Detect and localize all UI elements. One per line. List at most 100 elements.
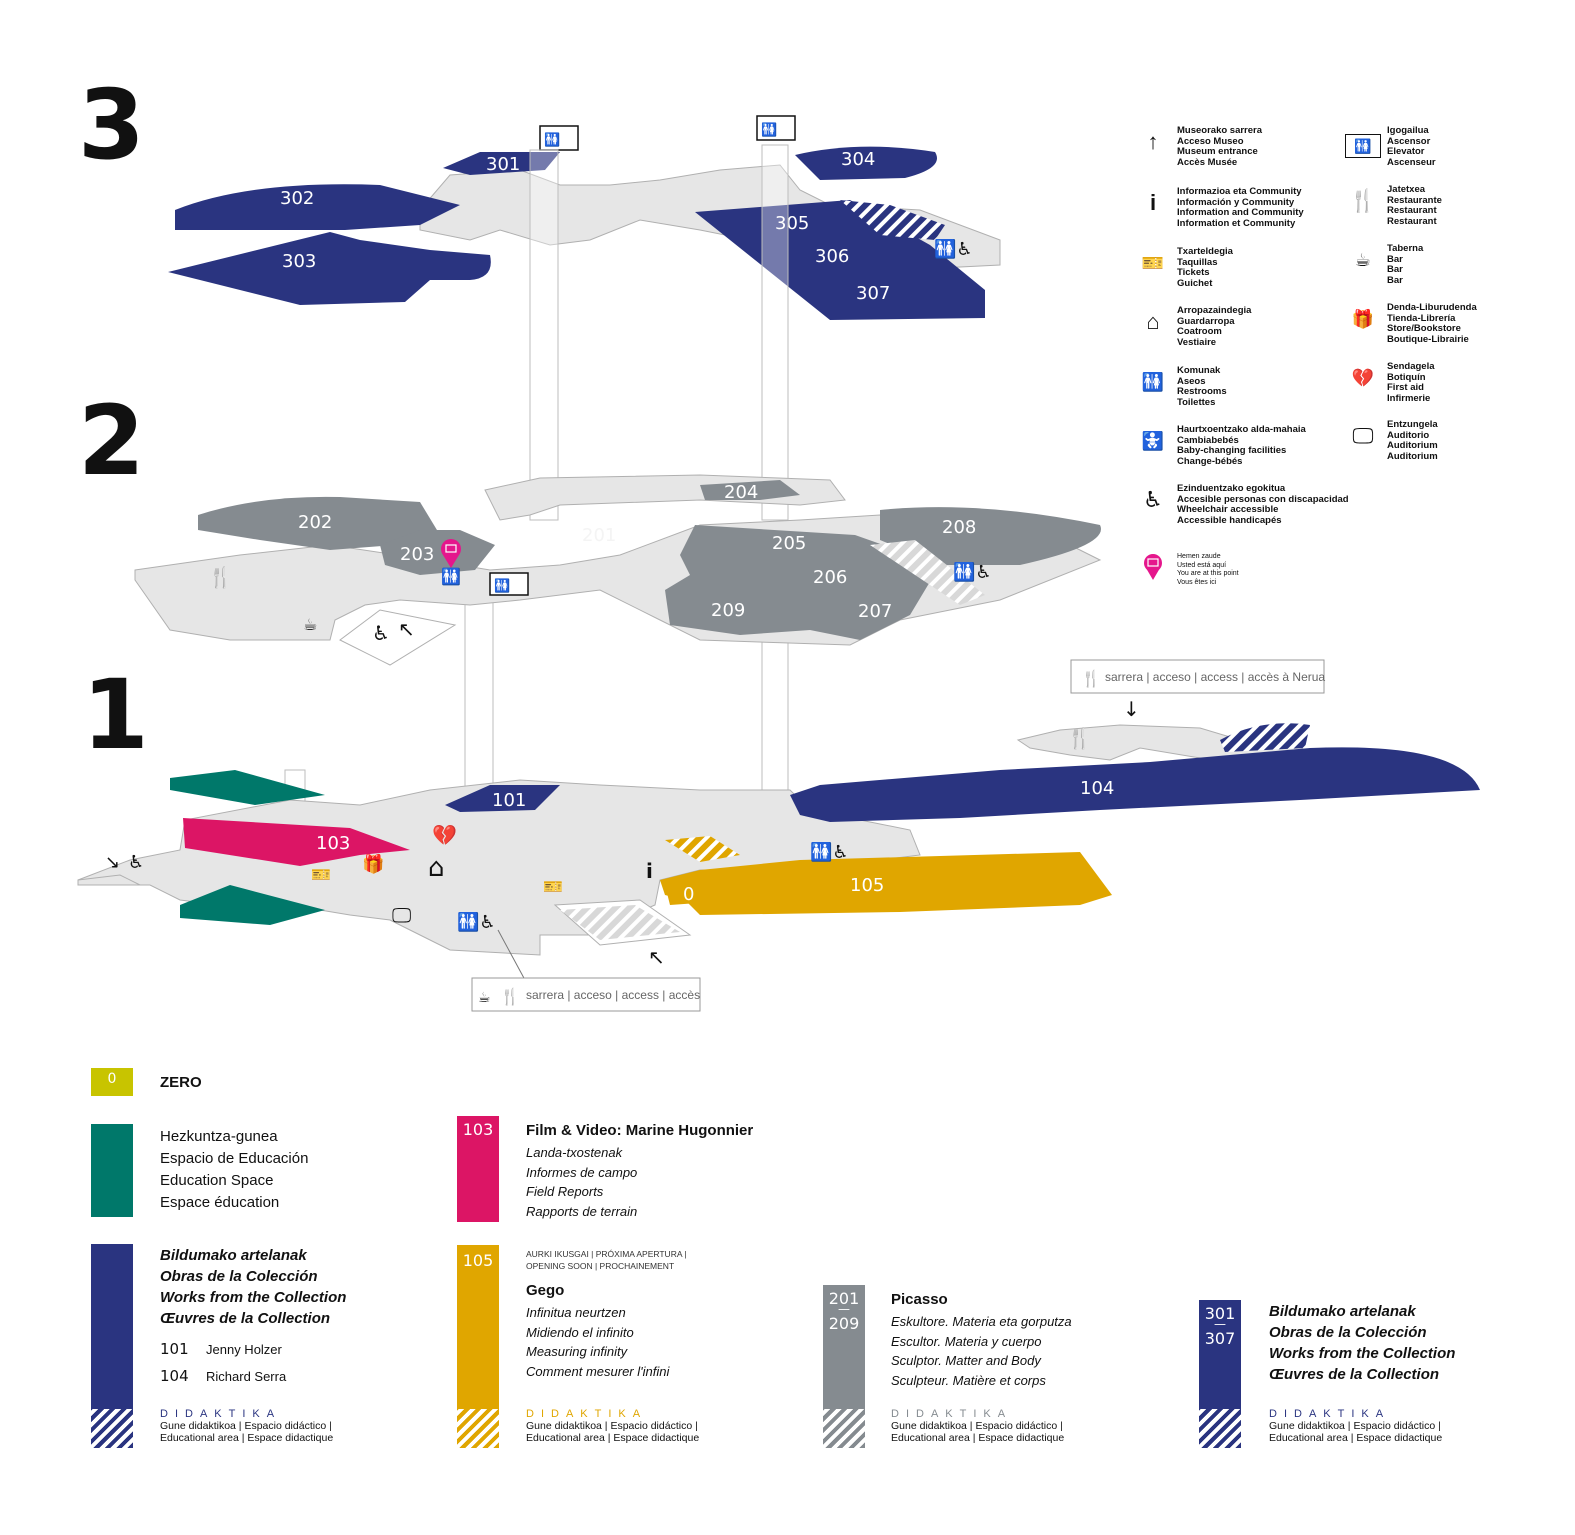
legend-text: Information et Community — [1177, 217, 1296, 229]
room-label-305: 305 — [775, 213, 809, 234]
room-302[interactable] — [175, 184, 460, 230]
legend-bar: ☕ Taberna Bar Bar Bar — [1345, 243, 1424, 286]
collection3-swatch-sep: — — [1214, 1317, 1226, 1331]
restaurant-icon: 🍴 — [1081, 669, 1101, 688]
didactic-area-208 — [870, 540, 985, 605]
restroom-wheelchair-icon: 🚻♿ — [810, 841, 849, 863]
legend-text: Auditorium — [1387, 440, 1438, 451]
bar-cup-icon: ☕ — [478, 990, 491, 1006]
room-104[interactable] — [790, 747, 1480, 822]
legend-text: Museorako sarrera — [1177, 125, 1263, 136]
elevator-icon: 🚻 — [539, 125, 579, 151]
entrance-nerua-callout[interactable]: 🍴 sarrera | acceso | access | accès à Ne… — [1070, 659, 1325, 694]
artist-name: Jenny Holzer — [206, 1342, 282, 1357]
svg-text:🚻: 🚻 — [544, 132, 560, 148]
legend-info: i Informazioa eta Community Información … — [1135, 186, 1304, 229]
floor-number-1: 1 — [82, 659, 149, 771]
svg-text:🚻: 🚻 — [494, 578, 510, 594]
legend-text: Informazioa eta Community — [1177, 186, 1302, 197]
room-label-303: 303 — [282, 251, 316, 272]
legend-text: Bar — [1387, 274, 1403, 286]
legend-text: Auditorio — [1387, 429, 1430, 441]
education-space-bottom[interactable] — [180, 885, 325, 925]
legend-text: Tickets — [1177, 267, 1210, 278]
floor-3: 301 302 303 304 305 306 307 🚻 🚻 🚻♿ — [168, 115, 1001, 320]
legend-line: Educational area | Espace didactique — [891, 1432, 1065, 1444]
legend-text: Coatroom — [1177, 326, 1222, 337]
film-text: Film & Video: Marine Hugonnier Landa-txo… — [526, 1122, 753, 1221]
room-label-301: 301 — [486, 154, 520, 175]
room-208[interactable] — [880, 507, 1101, 565]
arrow-down-icon: ↓ — [1123, 697, 1140, 721]
legend-baby-change: 🚼 Haurtxoentzako alda-mahaia Cambiabebés… — [1135, 424, 1306, 467]
arrow-downright-icon: ↘ — [105, 852, 120, 873]
legend-text: Wheelchair accessible — [1177, 504, 1279, 515]
legend-line: Measuring infinity — [526, 1344, 628, 1359]
arrow-upleft-icon: ↖ — [398, 617, 415, 641]
legend-text: Entzungela — [1387, 419, 1438, 430]
arrow-upleft-icon: ↖ — [648, 945, 665, 969]
legend-text: Información y Community — [1177, 196, 1295, 208]
collection3-swatch: 301 — 307 — [1199, 1300, 1241, 1409]
entrance-main-callout[interactable]: ☕ 🍴 sarrera | acceso | access | accès — [471, 977, 701, 1012]
room-label-209: 209 — [711, 600, 745, 621]
room-304[interactable] — [795, 146, 937, 180]
didactic-area-104 — [1220, 723, 1310, 752]
legend-text: Change-bébés — [1177, 455, 1243, 467]
legend-text: Taberna — [1387, 243, 1424, 254]
elevator-shaft — [529, 149, 559, 521]
legend-text: Auditorium — [1387, 450, 1438, 462]
zero-space[interactable] — [665, 880, 712, 905]
restroom-icon: 🚻 — [441, 567, 461, 586]
room-202[interactable] — [198, 496, 440, 550]
legend-wheelchair: ♿ Ezinduentzako egokitua Accesible perso… — [1135, 483, 1348, 526]
room-303[interactable] — [168, 232, 491, 305]
room-label-208: 208 — [942, 517, 976, 538]
legend-line: Infinitua neurtzen — [526, 1305, 626, 1320]
room-label-201: 201 — [582, 525, 616, 546]
room-305-306-307[interactable] — [695, 200, 985, 320]
legend-you-are-here: Hemen zaude Usted está aquí You are at t… — [1135, 553, 1239, 589]
legend-text: Bar — [1387, 264, 1403, 275]
legend-text: Toilettes — [1177, 396, 1216, 408]
room-103[interactable] — [183, 818, 410, 866]
room-105[interactable] — [660, 852, 1112, 915]
room-label-306: 306 — [815, 246, 849, 267]
legend-line: Gune didaktikoa | Espacio didáctico | — [1269, 1420, 1441, 1432]
room-label-302: 302 — [280, 188, 314, 209]
legend-text: Accès Musée — [1177, 156, 1238, 168]
gego-swatch: 105 — [457, 1245, 499, 1409]
legend-text: Elevator — [1387, 146, 1425, 157]
room-203[interactable] — [380, 530, 495, 575]
info-icon: i — [1149, 190, 1157, 215]
room-label-103: 103 — [316, 833, 350, 854]
legend-line: Espacio de Educación — [160, 1150, 309, 1167]
legend-text: Ezinduentzako egokitua — [1177, 483, 1286, 494]
legend-line: Eskultore. Materia eta gorputza — [891, 1314, 1072, 1329]
education-space-top[interactable] — [170, 770, 325, 805]
room-205-209[interactable] — [665, 525, 940, 640]
didaktika-title: DIDAKTIKA — [891, 1408, 1013, 1420]
legend-text: Vous êtes ici — [1177, 578, 1217, 586]
legend-text: Restaurante — [1387, 194, 1442, 206]
legend-line: Espace éducation — [160, 1194, 280, 1211]
legend-line: Sculptor. Matter and Body — [891, 1353, 1041, 1368]
room-204[interactable] — [700, 480, 800, 500]
legend-line: Escultor. Materia y cuerpo — [891, 1333, 1042, 1349]
hanger-icon: ⌂ — [1146, 309, 1160, 334]
legend-store: 🎁 Denda-Liburudenda Tienda-Librería Stor… — [1345, 302, 1477, 345]
legend-restrooms: 🚻 Komunak Aseos Restrooms Toilettes — [1135, 365, 1227, 408]
room-number: 104 — [160, 1367, 189, 1385]
elevator-icon: 🚻 — [1345, 134, 1381, 158]
collection3-didactic-swatch — [1199, 1409, 1241, 1448]
room-number: 101 — [160, 1340, 189, 1358]
wheelchair-icon: ♿ — [128, 852, 144, 873]
legend-line: Obras de la Colección — [160, 1268, 318, 1285]
legend-line: Informes de campo — [526, 1164, 638, 1180]
room-101[interactable] — [445, 785, 560, 812]
legend-text: Haurtxoentzako alda-mahaia — [1177, 424, 1306, 435]
room-label-203: 203 — [400, 544, 434, 565]
room-301[interactable] — [443, 152, 560, 175]
arrow-up-icon: ↑ — [1147, 129, 1159, 154]
